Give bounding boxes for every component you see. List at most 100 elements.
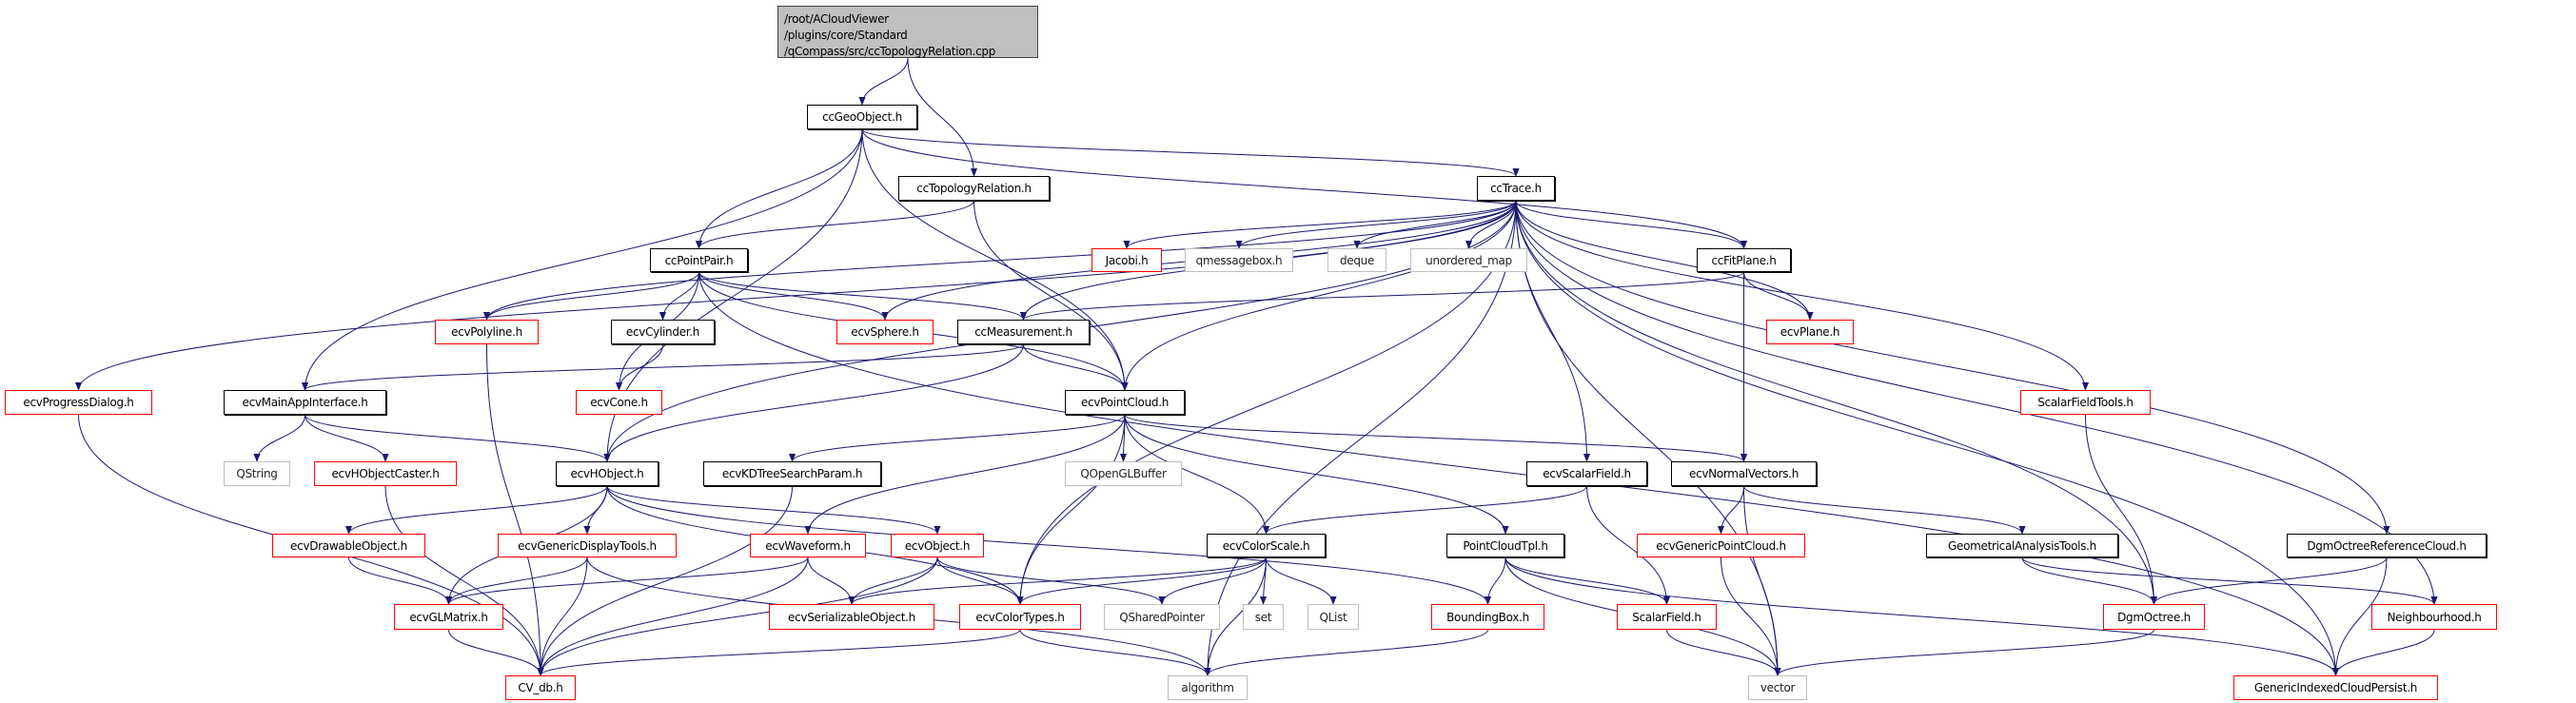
node-ccfitplane[interactable]: ccFitPlane.h bbox=[1697, 248, 1791, 272]
edge-ecvColorTypes-to-algorithm bbox=[1019, 629, 1211, 676]
edge-ccTrace-to-ecvColorTypes bbox=[1016, 200, 1517, 605]
edge-ecvMainAppInterface-to-QString bbox=[253, 414, 305, 462]
node-ecvglmatrix[interactable]: ecvGLMatrix.h bbox=[394, 604, 503, 630]
node-cv-db[interactable]: CV_db.h bbox=[505, 675, 576, 700]
node-qlist[interactable]: QList bbox=[1308, 604, 1359, 630]
edge-root-to-ccGeoObject bbox=[858, 57, 909, 106]
edge-ccTrace-to-ecvProgressDialog bbox=[75, 200, 1517, 391]
node-boundingbox[interactable]: BoundingBox.h bbox=[1431, 604, 1544, 630]
node-ecvsphere[interactable]: ecvSphere.h bbox=[836, 320, 934, 344]
node-ecvgenericdisplaytools[interactable]: ecvGenericDisplayTools.h bbox=[498, 534, 677, 557]
edge-ccTrace-to-DgmOctree bbox=[1515, 200, 2158, 605]
edge-ecvObject-to-ecvColorTypes bbox=[936, 557, 1024, 605]
edge-ccFitPlane-to-ecvPlane bbox=[1743, 271, 1814, 321]
node-ecvpointcloud[interactable]: ecvPointCloud.h bbox=[1065, 390, 1185, 415]
node-cctrace[interactable]: ccTrace.h bbox=[1477, 176, 1555, 201]
edge-ccTrace-to-ecvPolyline bbox=[483, 200, 1517, 321]
node-qstring[interactable]: QString bbox=[224, 461, 290, 486]
edge-ccMeasurement-to-ecvPointCloud bbox=[1023, 343, 1129, 391]
node-pointcloudtpl[interactable]: PointCloudTpl.h bbox=[1446, 534, 1564, 557]
node-neighbourhood[interactable]: Neighbourhood.h bbox=[2371, 604, 2497, 630]
edge-ecvMainAppInterface-to-ecvHObject bbox=[305, 414, 611, 462]
edge-ecvPointCloud-to-PointCloudTpl bbox=[1124, 414, 1509, 535]
node-dgmoctreereferencecloud[interactable]: DgmOctreeReferenceCloud.h bbox=[2287, 534, 2487, 557]
node-ecvcone[interactable]: ecvCone.h bbox=[576, 390, 662, 415]
edge-ecvKDTreeSearchParam-to-CV_db bbox=[537, 485, 793, 676]
edge-ccPointPair-to-ecvSphere bbox=[698, 271, 889, 321]
node-ecvhobject[interactable]: ecvHObject.h bbox=[556, 461, 659, 486]
node-qsharedpointer[interactable]: QSharedPointer bbox=[1104, 604, 1220, 630]
edge-ccTrace-to-ScalarFieldTools bbox=[1515, 200, 2090, 391]
edge-ccTrace-to-Jacobi bbox=[1123, 200, 1517, 249]
node-ecvobject[interactable]: ecvObject.h bbox=[891, 534, 984, 557]
edge-ecvObject-to-QSharedPointer bbox=[936, 557, 1166, 605]
node-unordered-map[interactable]: unordered_map bbox=[1410, 248, 1527, 272]
node-ccgeoobject[interactable]: ccGeoObject.h bbox=[807, 105, 917, 129]
node-qopenglbuffer[interactable]: QOpenGLBuffer bbox=[1065, 461, 1182, 486]
node-ecvmainappinterface[interactable]: ecvMainAppInterface.h bbox=[224, 390, 386, 415]
edge-ecvObject-to-CV_db bbox=[537, 557, 938, 676]
node-ecvgenericpointcloud[interactable]: ecvGenericPointCloud.h bbox=[1637, 534, 1805, 557]
node-ecvhobjectcaster[interactable]: ecvHObjectCaster.h bbox=[314, 461, 457, 486]
node-ecvwaveform[interactable]: ecvWaveform.h bbox=[750, 534, 866, 557]
node-scalarfield[interactable]: ScalarField.h bbox=[1617, 604, 1717, 630]
node-geometricalanalysistools[interactable]: GeometricalAnalysisTools.h bbox=[1926, 534, 2118, 557]
node-ecvdrawableobject[interactable]: ecvDrawableObject.h bbox=[272, 534, 425, 557]
edge-ecvColorScale-to-algorithm bbox=[1204, 557, 1267, 676]
node-set[interactable]: set bbox=[1243, 604, 1284, 630]
node-ecvplane[interactable]: ecvPlane.h bbox=[1766, 320, 1854, 344]
node-dgmoctree[interactable]: DgmOctree.h bbox=[2103, 604, 2205, 630]
edge-ecvColorScale-to-QList bbox=[1266, 557, 1337, 605]
edge-ecvPointCloud-to-ecvNormalVectors bbox=[1124, 414, 1747, 462]
node-ecvkdtreesearchparam[interactable]: ecvKDTreeSearchParam.h bbox=[703, 461, 881, 486]
edge-ecvPointCloud-to-ecvKDTreeSearchParam bbox=[789, 414, 1126, 462]
edge-PointCloudTpl-to-ScalarField bbox=[1504, 557, 1671, 605]
node-ecvcolortypes[interactable]: ecvColorTypes.h bbox=[959, 604, 1081, 630]
node-ecvcylinder[interactable]: ecvCylinder.h bbox=[611, 320, 715, 344]
edge-ccTrace-to-algorithm bbox=[1204, 200, 1517, 676]
node-qmessagebox[interactable]: qmessagebox.h bbox=[1185, 248, 1293, 272]
node-ecvprogressdialog[interactable]: ecvProgressDialog.h bbox=[5, 390, 152, 415]
edge-ecvScalarField-to-ScalarField bbox=[1586, 485, 1671, 605]
node-vector[interactable]: vector bbox=[1748, 675, 1807, 700]
node-ecvserializableobject[interactable]: ecvSerializableObject.h bbox=[769, 604, 934, 630]
node-root[interactable]: /root/ACloudViewer /plugins/core/Standar… bbox=[777, 6, 1038, 58]
edge-ccMeasurement-to-ecvHObject bbox=[603, 343, 1024, 462]
node-scalarfieldtools[interactable]: ScalarFieldTools.h bbox=[2020, 390, 2151, 415]
edge-GeometricalAnalysisTools-to-Neighbourhood bbox=[2021, 557, 2438, 605]
edge-ccTrace-to-unordered_map bbox=[1465, 200, 1517, 249]
edge-DgmOctreeReferenceCloud-to-DgmOctree bbox=[2150, 557, 2388, 605]
node-genericindexedcloudpersist[interactable]: GenericIndexedCloudPersist.h bbox=[2233, 675, 2438, 700]
edge-ccTrace-to-DgmOctreeReferenceCloud bbox=[1515, 200, 2390, 535]
node-jacobi[interactable]: Jacobi.h bbox=[1091, 248, 1162, 272]
edge-ecvPointCloud-to-ecvColorScale bbox=[1124, 414, 1270, 535]
edge-ecvHObject-to-ecvDrawableObject bbox=[344, 485, 608, 535]
node-deque[interactable]: deque bbox=[1327, 248, 1386, 272]
edge-root-to-ccTopologyRelation bbox=[907, 57, 978, 177]
edge-ecvNormalVectors-to-vector bbox=[1743, 485, 1781, 676]
node-ecvcolorscale[interactable]: ecvColorScale.h bbox=[1207, 534, 1326, 557]
node-cctopologyrelation[interactable]: ccTopologyRelation.h bbox=[898, 176, 1050, 201]
edge-ScalarField-to-vector bbox=[1666, 629, 1781, 676]
node-ecvscalarfield[interactable]: ecvScalarField.h bbox=[1526, 461, 1647, 486]
edge-Neighbourhood-to-GenericIndexedCloudPersist bbox=[2331, 629, 2435, 676]
node-ecvpolyline[interactable]: ecvPolyline.h bbox=[435, 320, 539, 344]
edge-ecvNormalVectors-to-ecvGenericPointCloud bbox=[1717, 485, 1744, 535]
edge-ecvHObject-to-BoundingBox bbox=[606, 485, 1491, 605]
node-ccmeasurement[interactable]: ccMeasurement.h bbox=[957, 320, 1090, 344]
edge-ccGeoObject-to-ecvPointCloud bbox=[861, 128, 1129, 391]
edge-ccTrace-to-Neighbourhood bbox=[1515, 200, 2438, 605]
edge-ecvColorTypes-to-CV_db bbox=[537, 629, 1021, 676]
edge-ecvMainAppInterface-to-ecvHObjectCaster bbox=[305, 414, 389, 462]
node-algorithm[interactable]: algorithm bbox=[1168, 675, 1248, 700]
edge-ecvWaveform-to-CV_db bbox=[537, 557, 809, 676]
node-ecvnormalvectors[interactable]: ecvNormalVectors.h bbox=[1671, 461, 1817, 486]
edge-ccGeoObject-to-ecvMainAppInterface bbox=[301, 128, 863, 391]
edge-ecvWaveform-to-ecvSerializableObject bbox=[807, 557, 855, 605]
edge-ccGeoObject-to-ccFitPlane bbox=[861, 128, 1747, 249]
edge-ccPointPair-to-GenericIndexedCloudPersist bbox=[698, 271, 2340, 676]
edge-ccPointPair-to-ecvCylinder bbox=[659, 271, 699, 321]
node-ccpointpair[interactable]: ccPointPair.h bbox=[650, 248, 748, 272]
